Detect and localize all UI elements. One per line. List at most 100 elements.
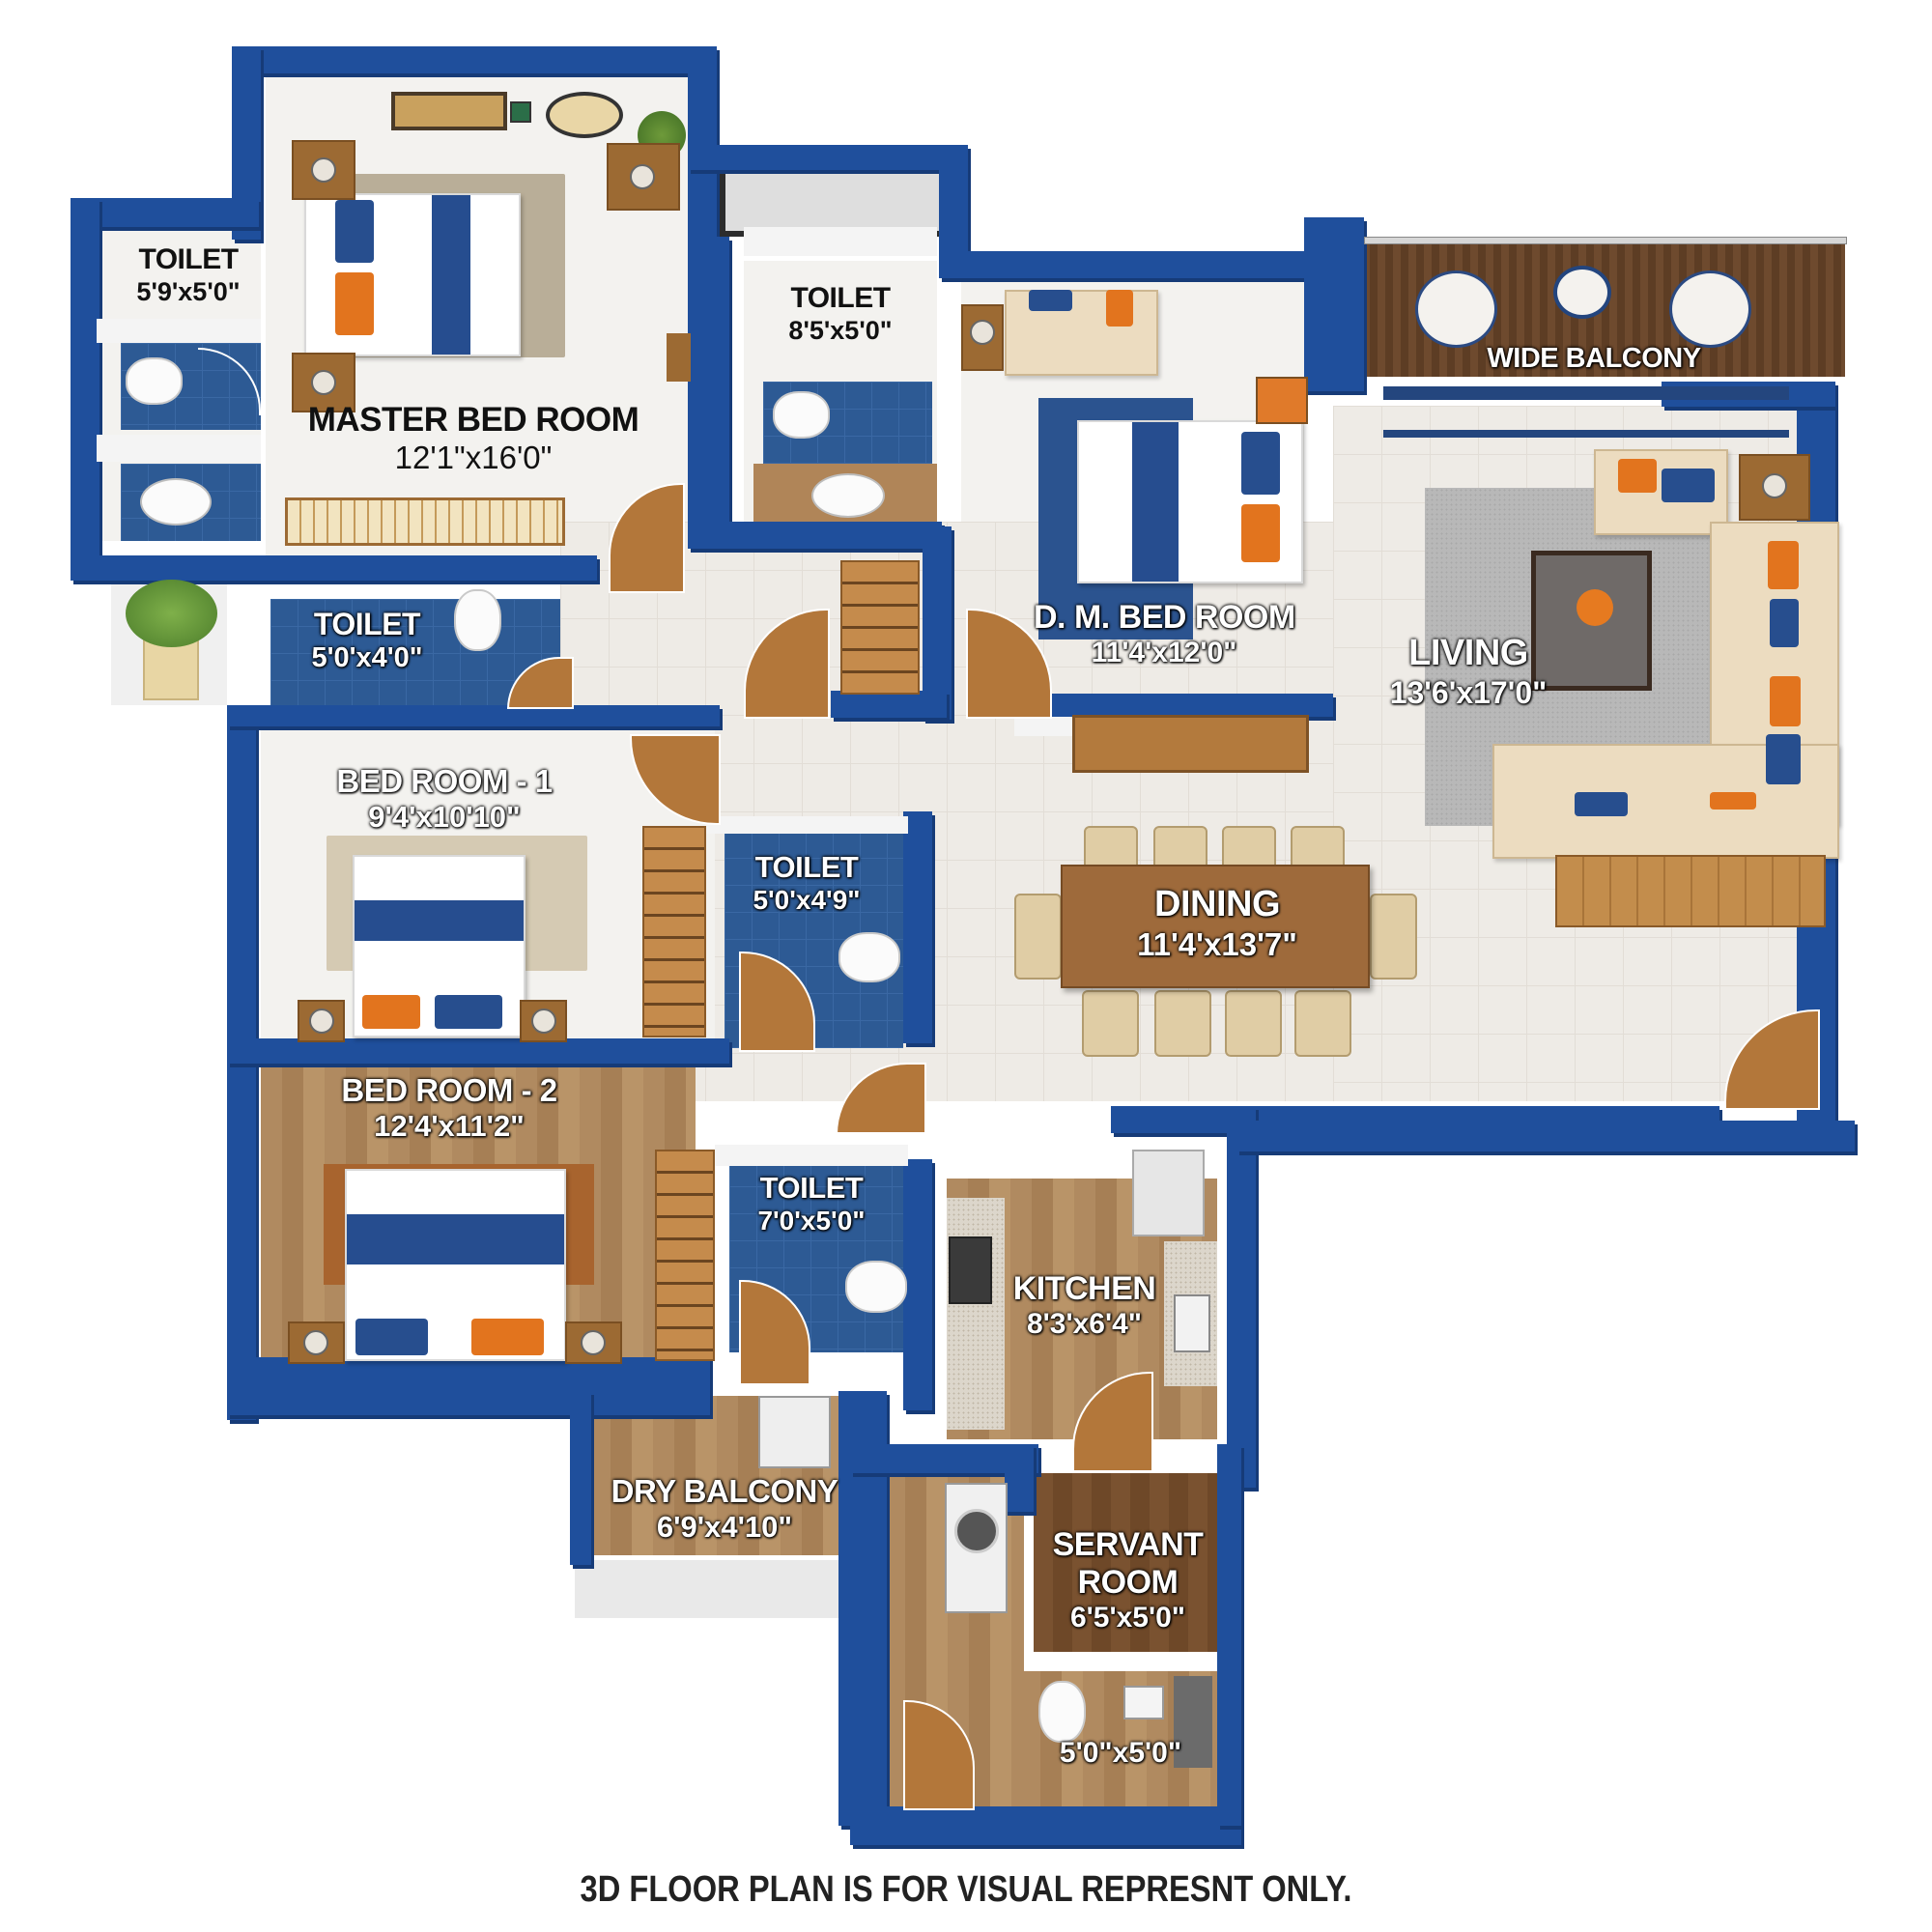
room-size: 7'0'x5'0" xyxy=(757,1205,866,1236)
room-name: TOILET xyxy=(790,282,891,314)
wall xyxy=(1304,217,1364,391)
room-name: KITCHEN xyxy=(1012,1270,1156,1307)
lamp-icon xyxy=(581,1330,606,1355)
room-size: 6'5'x5'0" xyxy=(1069,1602,1186,1634)
room-name: MASTER BED ROOM xyxy=(307,401,639,439)
nightstand xyxy=(520,1000,567,1042)
room-size: 5'0"x5'0" xyxy=(1059,1737,1182,1769)
balcony-chair xyxy=(1669,270,1751,348)
wall xyxy=(903,1159,932,1410)
wall xyxy=(1217,1444,1241,1826)
lamp-icon xyxy=(630,164,655,189)
inner-wall xyxy=(97,319,261,343)
nightstand xyxy=(292,140,355,200)
dining-chair xyxy=(1014,894,1062,980)
nightstand xyxy=(607,143,680,211)
inner-wall xyxy=(715,1145,908,1166)
pillow-blue xyxy=(1029,290,1072,311)
pillow-orange xyxy=(1768,541,1799,589)
inner-wall xyxy=(97,435,261,462)
pillow-blue xyxy=(1241,432,1280,495)
room-name: TOILET xyxy=(759,1171,864,1205)
lamp-icon xyxy=(311,370,336,395)
master-bed-room-label: MASTER BED ROOM 12'1"x16'0" xyxy=(299,401,647,476)
sliding-door[interactable] xyxy=(1383,430,1789,438)
inner-wall xyxy=(744,227,937,256)
wall xyxy=(831,691,947,718)
wall xyxy=(570,1391,591,1565)
master-bed xyxy=(304,193,521,356)
decor-bowl xyxy=(1577,589,1613,626)
wall xyxy=(227,1038,729,1064)
sink-icon xyxy=(140,478,212,526)
nightstand xyxy=(298,1000,345,1042)
living-label: LIVING 13'6'x17'0" xyxy=(1367,633,1570,710)
lamp-icon xyxy=(970,320,995,345)
pillow-orange xyxy=(1618,459,1657,493)
room-name: TOILET xyxy=(754,850,859,884)
toilet-icon xyxy=(845,1261,907,1313)
toilet-top-center-label: TOILET 8'5'x5'0" xyxy=(763,282,918,346)
wall xyxy=(939,251,1306,278)
servant-room-label: SERVANT ROOM 6'5'x5'0" xyxy=(1038,1526,1217,1635)
washing-machine-icon xyxy=(945,1483,1008,1613)
dining-chair xyxy=(1370,894,1417,980)
bed-room-1-label: BED ROOM - 1 9'4'x10'10" xyxy=(309,763,580,835)
bed-stripe xyxy=(432,195,470,355)
wall xyxy=(232,46,715,73)
room-name: LIVING xyxy=(1408,633,1528,673)
round-mirror xyxy=(546,92,623,138)
wall xyxy=(71,198,99,580)
toilet-left-small-label: TOILET 5'0'x4'0" xyxy=(290,607,444,674)
room-name: TOILET xyxy=(313,607,421,641)
coffee-table xyxy=(1531,551,1652,691)
wall xyxy=(700,237,729,546)
balcony-chair xyxy=(1415,270,1497,348)
wardrobe xyxy=(655,1150,715,1361)
disclaimer-text: 3D FLOOR PLAN IS FOR VISUAL REPRESNT ONL… xyxy=(580,1869,1352,1910)
sliding-door[interactable] xyxy=(1383,386,1789,400)
wall xyxy=(71,555,597,581)
wall-art xyxy=(510,101,531,123)
nightstand xyxy=(288,1321,345,1364)
pillow-orange xyxy=(471,1319,544,1355)
dm-bed xyxy=(1077,420,1303,583)
nightstand xyxy=(961,304,1004,371)
nightstand xyxy=(565,1321,622,1364)
sink-icon xyxy=(1123,1686,1164,1719)
sink-icon xyxy=(811,473,885,518)
dry-balcony-ledge xyxy=(575,1560,845,1618)
kitchen-counter xyxy=(947,1198,1005,1430)
servant-toilet-label: 5'0"x5'0" xyxy=(1038,1737,1203,1771)
inner-wall xyxy=(705,816,908,834)
dining-table xyxy=(1061,865,1370,988)
toilet-bed1-label: TOILET 5'0'x4'9" xyxy=(729,850,884,916)
room-size: 5'9'x5'0" xyxy=(136,276,241,306)
room-name: BED ROOM - 2 xyxy=(341,1072,557,1108)
room-size: 6'9'x4'10" xyxy=(656,1509,793,1544)
wardrobe xyxy=(285,497,565,546)
room-name: BED ROOM - 1 xyxy=(336,763,553,799)
pillow-orange xyxy=(335,272,374,335)
dining-chair xyxy=(1082,990,1139,1057)
room-size: 9'4'x10'10" xyxy=(368,799,521,834)
wall xyxy=(688,145,968,170)
wall xyxy=(939,145,968,270)
wall xyxy=(1236,1121,1855,1151)
toilet-icon xyxy=(454,589,501,651)
toilet-icon xyxy=(1038,1681,1086,1743)
room-name: TOILET xyxy=(138,243,239,275)
lamp-icon xyxy=(303,1330,328,1355)
room-name: DINING xyxy=(1154,884,1281,924)
bed-stripe xyxy=(1132,422,1179,582)
nightstand xyxy=(1256,377,1308,424)
pillow-blue xyxy=(1575,792,1628,816)
pillow-blue xyxy=(1770,599,1799,647)
wall xyxy=(227,705,720,726)
room-name: DRY BALCONY xyxy=(611,1473,838,1509)
tv-unit xyxy=(1555,855,1826,927)
pillow-orange xyxy=(1770,676,1801,726)
nightstand xyxy=(292,353,355,412)
stove-icon xyxy=(949,1236,992,1304)
